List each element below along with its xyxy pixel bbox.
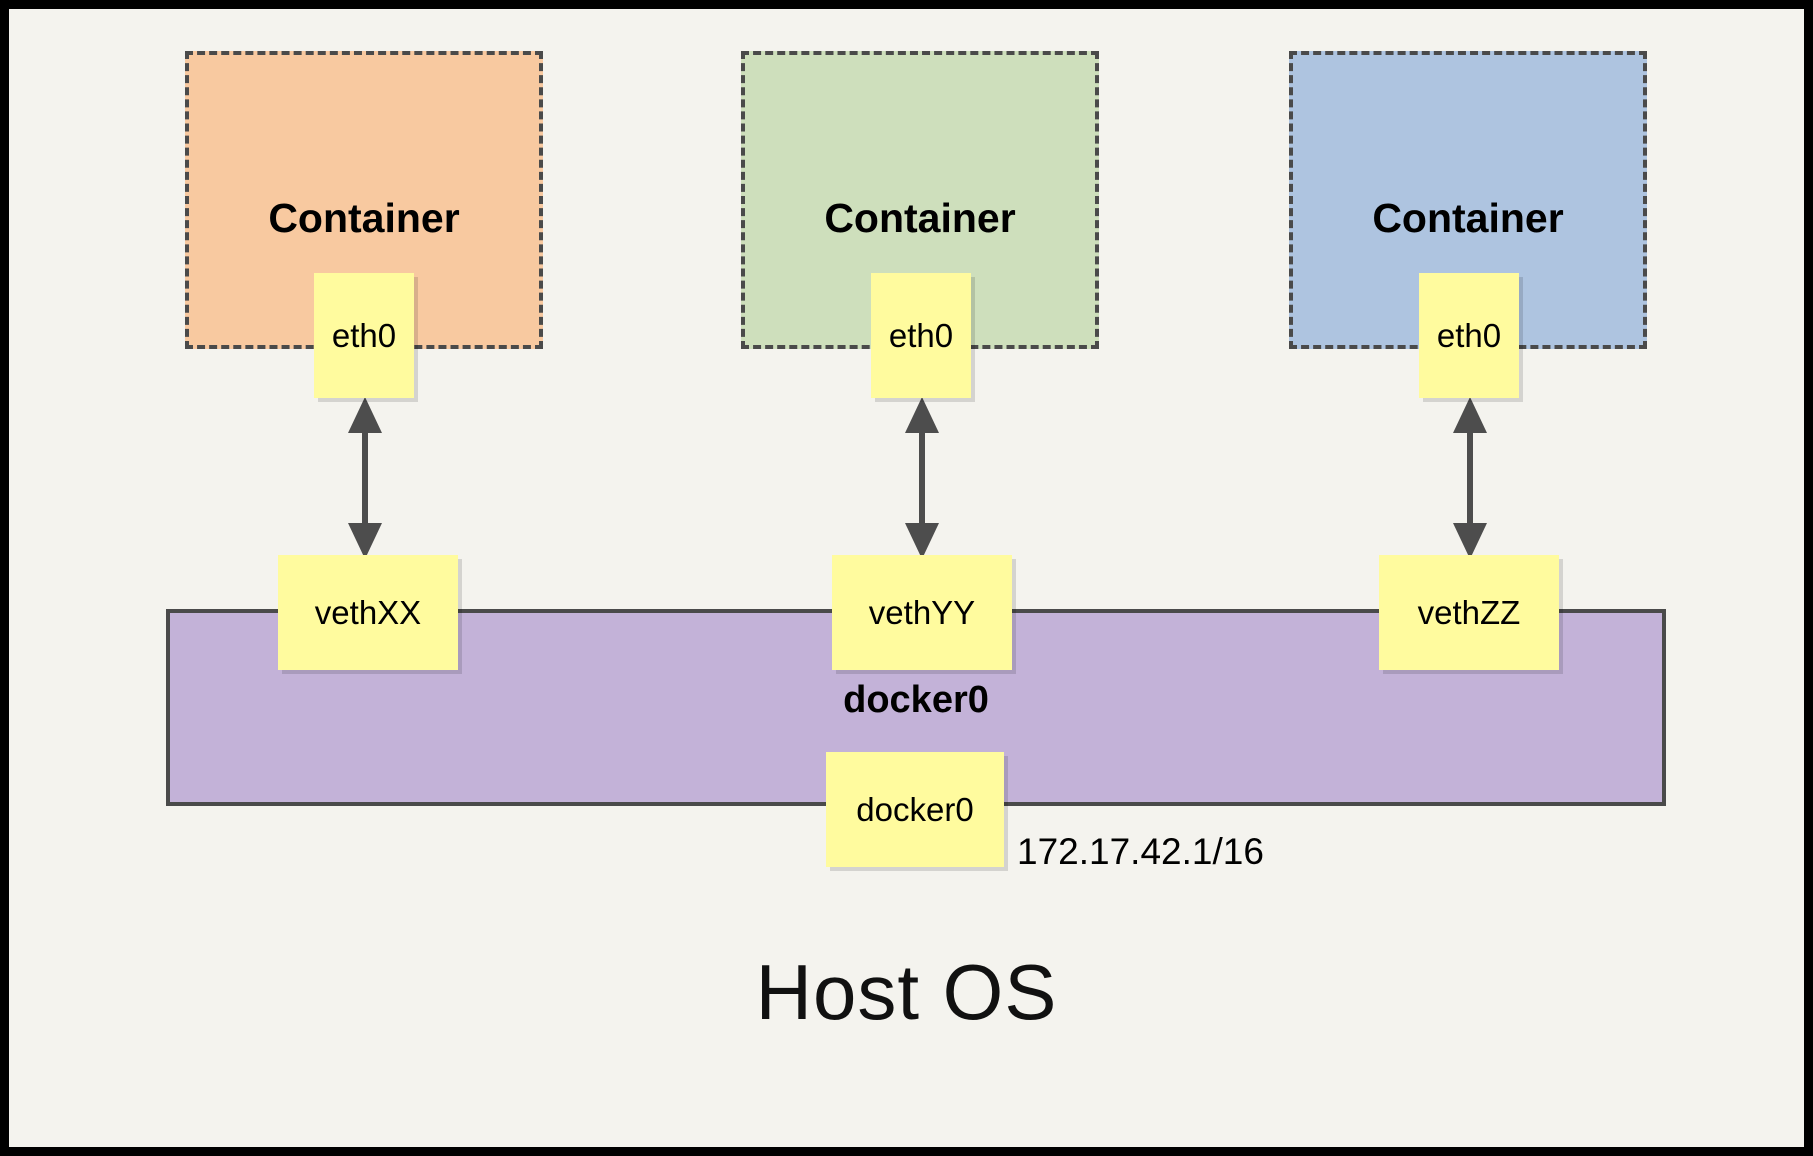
eth0-label-2: eth0 [888,316,954,354]
host-os-title: Host OS [755,948,1058,1036]
container-title-3: Container [1372,195,1564,241]
container-title-1: Container [268,195,460,241]
eth0-interface-box-3: eth0 [1419,273,1519,398]
eth0-interface-box-2: eth0 [871,273,971,398]
double-arrow-icon-3 [1453,397,1487,559]
veth-interface-box-2: vethYY [832,555,1012,670]
eth0-interface-box-1: eth0 [314,273,414,398]
double-arrow-icon-2 [905,397,939,559]
double-arrow-icon-1 [348,397,382,559]
veth-interface-box-3: vethZZ [1379,555,1559,670]
veth-label-3: vethZZ [1417,593,1521,631]
container-title-2: Container [824,195,1016,241]
docker0-ip-address: 172.17.42.1/16 [1017,831,1264,872]
veth-label-2: vethYY [868,593,976,631]
eth0-label-1: eth0 [331,316,397,354]
diagram-stage: Container eth0 Container eth0 Container … [9,9,1804,1147]
veth-interface-box-1: vethXX [278,555,458,670]
eth0-label-3: eth0 [1436,316,1502,354]
docker0-bridge-label: docker0 [843,679,989,721]
veth-label-1: vethXX [314,593,422,631]
docker0-interface-label: docker0 [856,790,974,828]
docker0-interface-box: docker0 [826,752,1004,867]
